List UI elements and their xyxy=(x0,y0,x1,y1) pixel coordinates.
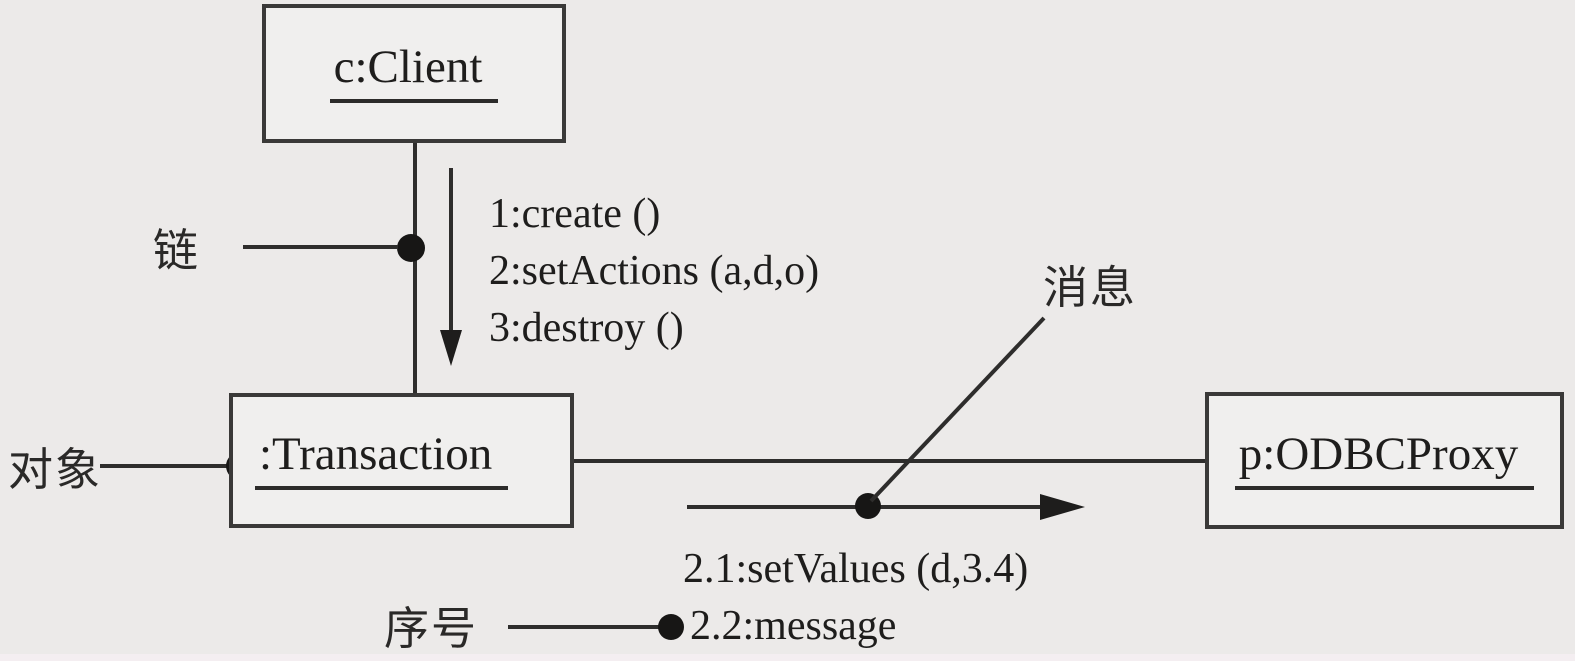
annotation-sequence-label: 序号 xyxy=(384,604,479,654)
page-edge-strip xyxy=(0,654,1575,661)
message-item: 3:destroy () xyxy=(489,305,684,351)
node-transaction: :Transaction xyxy=(229,393,574,528)
message-list-client-transaction: 1:create () 2:setActions (a,d,o) 3:destr… xyxy=(489,186,819,357)
sequence-dot xyxy=(658,614,684,640)
message-arrowhead-icon xyxy=(1040,494,1085,520)
link-dot xyxy=(397,234,425,262)
message-item: 2:setActions (a,d,o) xyxy=(489,248,820,294)
node-odbc-proxy-label: p:ODBCProxy xyxy=(1234,431,1535,490)
annotation-message-label: 消息 xyxy=(1043,263,1138,313)
message-item: 1:create () xyxy=(489,191,661,237)
annotation-link-label: 链 xyxy=(153,226,201,276)
node-client: c:Client xyxy=(262,4,566,143)
node-transaction-label: :Transaction xyxy=(255,431,509,490)
message-flow-arrowhead-icon xyxy=(440,330,462,366)
node-odbc-proxy: p:ODBCProxy xyxy=(1205,392,1564,529)
annotation-object-label: 对象 xyxy=(8,445,103,495)
message-callout-line xyxy=(869,316,1046,503)
message-item-message: 2.2:message xyxy=(690,603,897,649)
message-item-setvalues: 2.1:setValues (d,3.4) xyxy=(683,546,1029,592)
node-client-label: c:Client xyxy=(329,44,499,103)
